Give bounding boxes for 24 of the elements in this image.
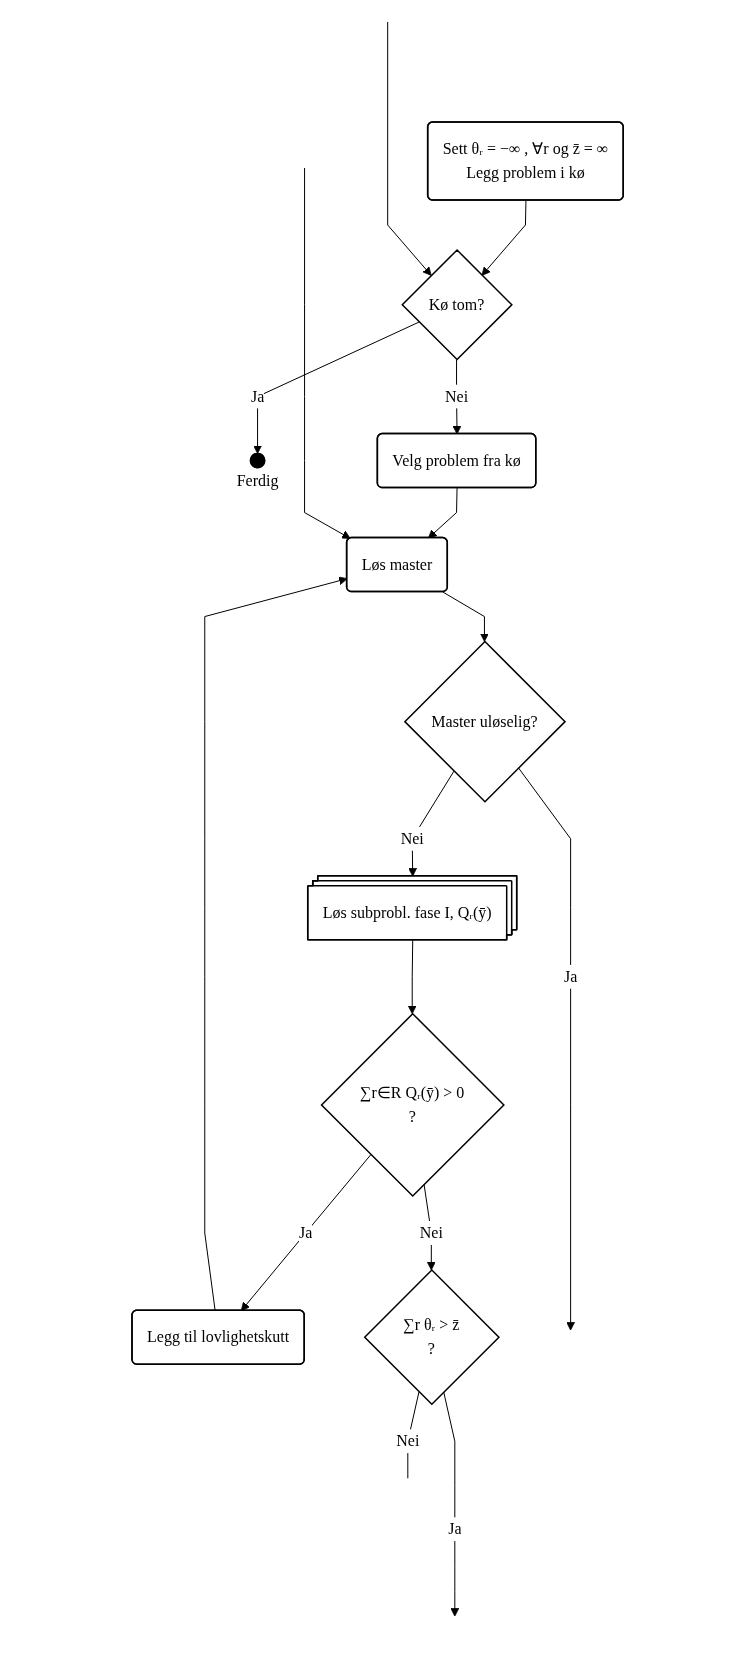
arrow [428, 487, 458, 539]
node-diamond: ∑r∈R Qᵣ(ȳ) > 0 ? [320, 1012, 506, 1198]
node-diamond: Kø tom? [401, 248, 514, 361]
connector [407, 1391, 420, 1479]
arrow [452, 359, 462, 435]
edge-label: Nei [401, 829, 425, 847]
node-caption: Ferdig [237, 471, 279, 489]
arrow [442, 591, 490, 642]
node-diamond: ∑r θᵣ > z̄ ? [364, 1269, 501, 1406]
arrow [304, 167, 351, 539]
edge-label: Ja [251, 387, 265, 405]
arrow [204, 576, 348, 1312]
node-diamond: Master uløselig? [404, 640, 567, 803]
arrow [241, 1154, 372, 1312]
edge-label: Ja [299, 1224, 313, 1242]
edge-label: Nei [396, 1432, 420, 1450]
edge-label: Ja [448, 1520, 462, 1538]
edge-label: Nei [445, 387, 469, 405]
edge-label: Nei [420, 1224, 444, 1242]
arrow [253, 321, 420, 454]
arrow [387, 21, 432, 276]
arrow [408, 939, 417, 1015]
arrow [481, 200, 527, 276]
edge-label: Ja [564, 967, 578, 985]
